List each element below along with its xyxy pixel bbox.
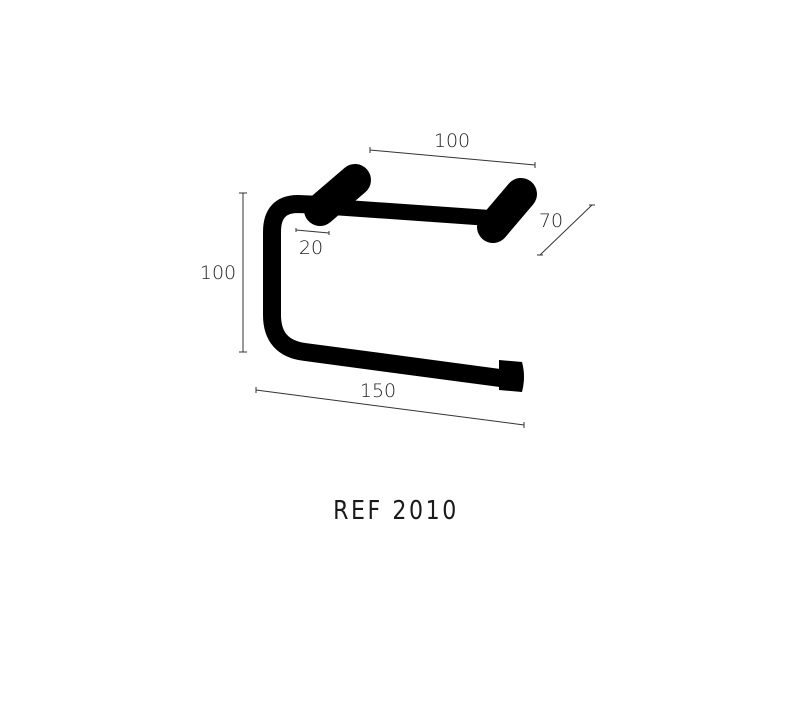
dim-line-width — [255, 389, 525, 426]
left-post — [304, 164, 371, 226]
dim-line-bar — [369, 149, 536, 166]
right-post — [477, 178, 537, 243]
dim-label-width: 150 — [360, 380, 396, 402]
dim-label-bar: 100 — [434, 130, 470, 152]
dim-label-depth: 70 — [539, 210, 563, 232]
toilet-roll-holder — [263, 164, 537, 387]
end-cap — [499, 360, 524, 392]
reference-label: REF 2010 — [333, 496, 459, 526]
dim-label-height: 100 — [200, 262, 236, 284]
dim-line-depth — [539, 204, 593, 256]
dim-line-diameter — [295, 229, 330, 234]
dim-label-diameter: 20 — [299, 237, 323, 259]
dimension-lines — [239, 147, 595, 428]
holder-frame — [263, 195, 509, 387]
